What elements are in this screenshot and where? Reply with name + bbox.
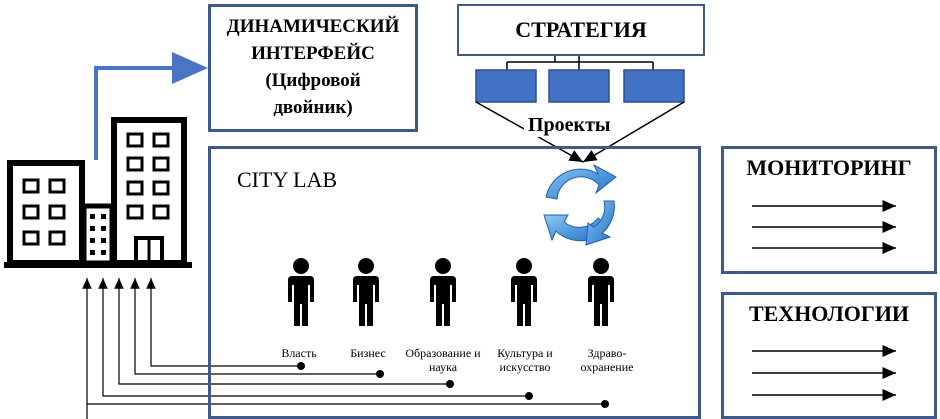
stakeholder-label-healthcare: Здраво-охранение xyxy=(580,346,634,374)
monitoring-title: МОНИТОРИНГ xyxy=(746,155,912,180)
project-block-2 xyxy=(548,69,610,103)
monitoring-arrows xyxy=(752,200,896,254)
stakeholder-people xyxy=(288,258,614,326)
technologies-arrows xyxy=(752,345,896,401)
person-icon xyxy=(588,258,614,326)
stakeholder-label-business: Бизнес xyxy=(350,346,386,360)
strategy-box: СТРАТЕГИЯ xyxy=(457,4,705,56)
person-icon xyxy=(288,258,314,326)
project-block-1 xyxy=(475,69,537,103)
stakeholder-feedback-lines xyxy=(82,278,605,419)
digital-twin-line-3: (Цифровой xyxy=(265,70,361,91)
stakeholder-label-education: Образование и наука xyxy=(405,346,481,374)
stakeholder-dots xyxy=(297,362,609,408)
digital-twin-line-1: ДИНАМИЧЕСКИЙ xyxy=(226,16,400,37)
monitoring-box: МОНИТОРИНГ xyxy=(721,146,937,274)
digital-twin-line-2: ИНТЕРФЕЙС xyxy=(251,43,375,64)
person-icon xyxy=(430,258,456,326)
technologies-box: ТЕХНОЛОГИИ xyxy=(721,292,937,419)
strategy-label: СТРАТЕГИЯ xyxy=(515,17,647,42)
cycle-icon xyxy=(543,163,617,246)
digital-twin-line-4: двойник) xyxy=(273,97,353,118)
stakeholder-label-government: Власть xyxy=(281,346,317,360)
project-block-3 xyxy=(623,69,685,103)
person-icon xyxy=(511,258,537,326)
person-icon xyxy=(353,258,379,326)
strategy-projects-connectors xyxy=(506,55,654,70)
projects-label: Проекты xyxy=(524,114,615,137)
city-buildings-icon xyxy=(4,117,192,268)
digital-twin-box: ДИНАМИЧЕСКИЙ ИНТЕРФЕЙС (Цифровой двойник… xyxy=(208,4,418,132)
stakeholder-label-culture: Культура и искусство xyxy=(497,346,553,374)
technologies-title: ТЕХНОЛОГИИ xyxy=(748,301,910,326)
to-interface-arrow xyxy=(94,52,208,160)
